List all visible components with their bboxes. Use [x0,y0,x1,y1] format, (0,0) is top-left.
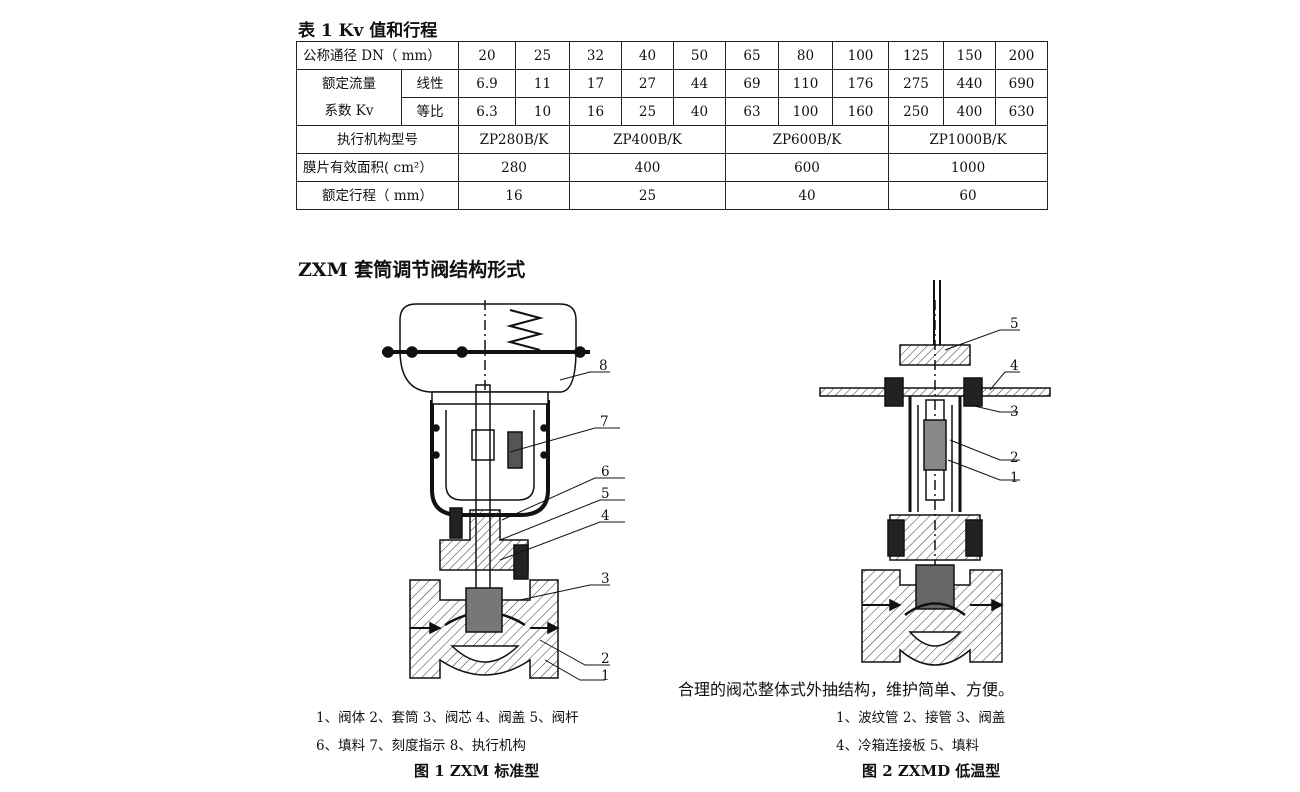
flow-label-1: 额定流量 [296,69,402,98]
figure2-legend-line1: 1、波纹管 2、接管 3、阀盖 [836,710,1006,726]
table-cell: ZP400B/K [569,125,726,154]
table-cell: 65 [725,41,779,70]
table-row-equal: 系数 Kv 等比 6.3 10 16 25 40 63 100 160 250 … [296,97,1048,126]
callout-label: 3 [1010,404,1019,420]
table-cell: 32 [569,41,622,70]
figure1-leader-lines [499,371,625,681]
table-cell: 25 [569,181,726,210]
table-cell: 200 [995,41,1048,70]
table-cell: 44 [673,69,726,98]
table-cell: 80 [778,41,833,70]
callout-label: 1 [1010,470,1019,486]
stroke-label: 额定行程（ mm） [296,181,459,210]
callout-label: 4 [1010,358,1019,374]
table-row-dn: 公称通径 DN（ mm） 20 25 32 40 50 65 80 100 12… [296,41,1048,70]
table-cell: 400 [569,153,726,182]
cryogenic-valve-drawing [819,280,1051,666]
callout-label: 1 [601,668,610,684]
flow-label-2: 系数 Kv [296,97,402,126]
kv-table: 公称通径 DN（ mm） 20 25 32 40 50 65 80 100 12… [296,41,1048,210]
dn-label: 公称通径 DN（ mm） [296,41,459,70]
table-row-linear: 额定流量 线性 6.9 11 17 27 44 69 110 176 275 4… [296,69,1048,98]
callout-label: 7 [600,414,609,430]
actuator-label: 执行机构型号 [296,125,459,154]
table-cell: 25 [515,41,570,70]
table-cell: 27 [621,69,674,98]
table-cell: 150 [943,41,996,70]
linear-label: 线性 [401,69,459,98]
callout-label: 5 [601,486,610,502]
table-cell: 280 [458,153,570,182]
callout-label: 3 [601,571,610,587]
table-row-stroke: 额定行程（ mm） 16 25 40 60 [296,181,1048,210]
table-cell: 440 [943,69,996,98]
table-cell: 40 [725,181,889,210]
equal-label: 等比 [401,97,459,126]
table-title: 表 1 Kv 值和行程 [298,21,438,41]
table-cell: 6.3 [458,97,516,126]
table-cell: 176 [832,69,889,98]
table-cell: 110 [778,69,833,98]
table-cell: 125 [888,41,944,70]
table-cell: 10 [515,97,570,126]
table-cell: 60 [888,181,1048,210]
table-cell: 250 [888,97,944,126]
callout-label: 6 [601,464,610,480]
figure2-caption: 图 2 ZXMD 低温型 [862,762,1001,780]
figure1-legend-line1: 1、阀体 2、套筒 3、阀芯 4、阀盖 5、阀杆 [316,710,579,726]
figure2-legend-line2: 4、冷箱连接板 5、填料 [836,738,979,754]
table-cell: 20 [458,41,516,70]
callout-label: 4 [601,508,610,524]
table-cell: 63 [725,97,779,126]
figure1-caption: 图 1 ZXM 标准型 [414,762,540,780]
callout-label: 8 [599,358,608,374]
figure1-legend-line2: 6、填料 7、刻度指示 8、执行机构 [316,738,526,754]
figure2-note: 合理的阀芯整体式外抽结构，维护简单、方便。 [678,680,1015,699]
figure2-leader-lines [944,329,1020,481]
table-cell: 6.9 [458,69,516,98]
table-cell: 630 [995,97,1048,126]
table-cell: 16 [458,181,570,210]
table-cell: 1000 [888,153,1048,182]
section-title: ZXM 套筒调节阀结构形式 [298,259,526,281]
table-cell: 25 [621,97,674,126]
callout-label: 5 [1010,316,1019,332]
table-cell: 69 [725,69,779,98]
callout-label: 2 [1010,450,1019,466]
callout-label: 2 [601,651,610,667]
